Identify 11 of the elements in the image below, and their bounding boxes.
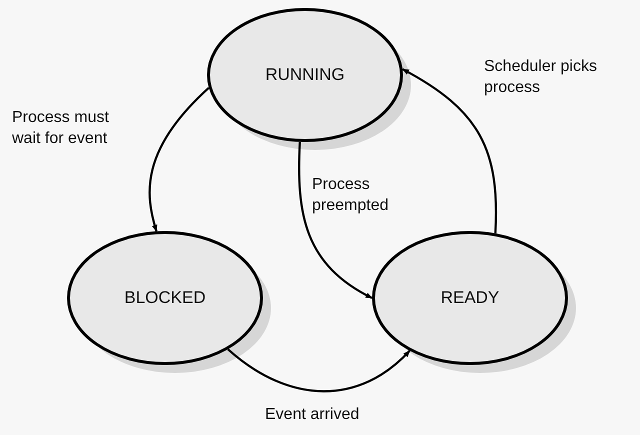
transition-arrow <box>227 348 410 392</box>
transition-arrow <box>402 68 498 234</box>
edge-label: Scheduler picks process <box>484 57 598 98</box>
state-label: BLOCKED <box>124 288 206 308</box>
edge-label: Process must wait for event <box>12 108 110 149</box>
transition-arrow <box>298 142 373 299</box>
transition-arrow <box>148 87 210 232</box>
edge-label: Process preempted <box>312 175 390 216</box>
state-label: RUNNING <box>265 65 345 85</box>
state-label: READY <box>440 288 500 308</box>
edge-label: Event arrived <box>265 405 360 425</box>
